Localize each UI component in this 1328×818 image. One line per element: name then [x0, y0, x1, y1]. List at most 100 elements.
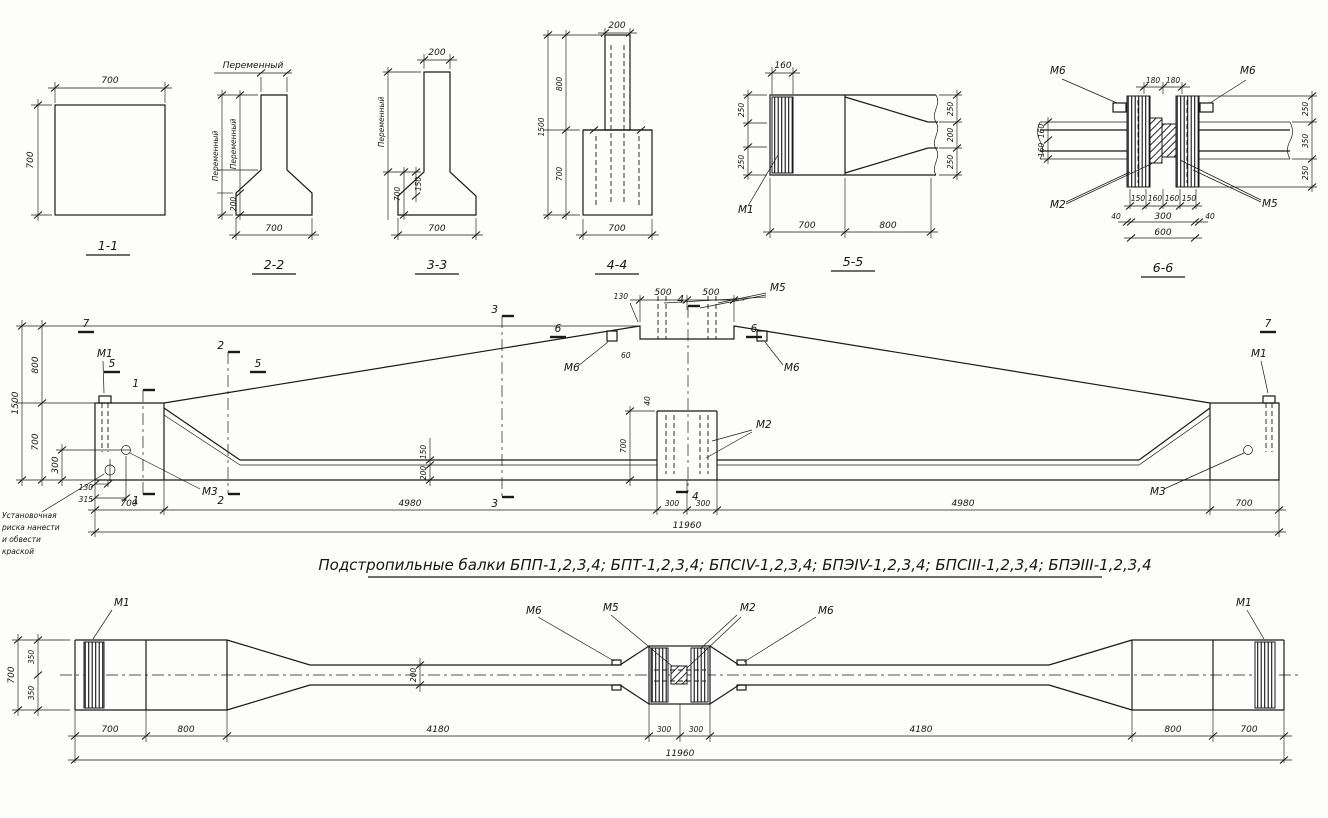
mark-m6-left: М6: [564, 362, 580, 374]
section-1-1: 700 700 1-1: [26, 76, 172, 256]
cut-5-left: 5: [109, 358, 116, 370]
m1-plate-right: [1254, 641, 1276, 709]
dim-250-right-b: 250: [946, 155, 955, 170]
m3-loop-right: [1243, 445, 1253, 455]
dim-700: 700: [31, 433, 41, 450]
mark-m1-left: М1: [97, 348, 113, 360]
dim-500-a: 500: [654, 288, 671, 298]
joint-diaphragm-left: [650, 647, 669, 703]
center-block: [1161, 123, 1177, 158]
dim-130: 130: [614, 292, 629, 301]
dim-300-right: 300: [689, 725, 704, 734]
section-2-2: Переменный Переменный Переменный 200 700…: [211, 61, 319, 275]
dim-150-b: 150: [1182, 194, 1197, 203]
cut-6-left: 6: [555, 323, 562, 335]
mark-m3-left: М3: [202, 486, 218, 498]
section-5-5: 160 250 250 250 200 250 М1 700 800 5-5: [737, 61, 962, 272]
dim-base-width: 700: [265, 224, 282, 234]
dim-variable-outer: Переменный: [211, 131, 220, 182]
mark-m2: М2: [756, 419, 772, 431]
dim-1500: 1500: [11, 391, 21, 414]
dim-total-11960: 11960: [673, 521, 702, 531]
cut-7-right: 7: [1265, 318, 1272, 330]
dim-base-width: 700: [428, 224, 445, 234]
dim-700-left: 700: [120, 499, 137, 509]
dim-width-700: 700: [7, 666, 17, 683]
dim-800: 800: [555, 77, 564, 92]
dim-250-a: 250: [1301, 102, 1310, 117]
m1-plate: [771, 96, 794, 174]
cut-6-right: 6: [751, 323, 758, 335]
mark-m2: М2: [1050, 199, 1066, 211]
dim-300-right: 300: [696, 499, 711, 508]
section-label-2-2: 2-2: [264, 257, 284, 272]
dim-130-offset: 130: [79, 483, 94, 492]
note-line-3: и обвести: [2, 535, 41, 544]
dim-160: 160: [774, 61, 791, 71]
mark-m2: М2: [740, 602, 756, 614]
dim-40-b: 40: [1205, 212, 1215, 221]
dim-300: 300: [51, 456, 61, 473]
cut-1-bottom: 1: [132, 495, 139, 507]
cut-3-top: 3: [491, 304, 498, 316]
dim-250-left-b: 250: [737, 155, 746, 170]
dim-web-200: 200: [409, 668, 418, 683]
dim-150-a: 150: [1131, 194, 1146, 203]
section-label-3-3: 3-3: [427, 257, 447, 272]
cut-7-left: 7: [83, 318, 90, 330]
dim-40: 40: [643, 396, 652, 406]
dim-800: 800: [879, 221, 896, 231]
mark-m5: М5: [603, 602, 619, 614]
dim-315-offset: 315: [79, 495, 94, 504]
dim-160-b: 160: [1037, 143, 1046, 158]
cut-4-bottom: 4: [692, 491, 699, 503]
dim-top-200: 200: [608, 21, 625, 31]
mark-m5: М5: [770, 282, 786, 294]
dim-base-width: 700: [608, 224, 625, 234]
dim-700: 700: [393, 187, 402, 202]
drawing-title: Подстропильные балки БПП-1,2,3,4; БПТ-1,…: [318, 556, 1152, 578]
cut-5-right: 5: [255, 358, 262, 370]
m1-plate-left: [83, 641, 105, 709]
dim-variable-top: Переменный: [223, 61, 284, 71]
cut-3-bottom: 3: [491, 498, 498, 510]
mark-m6-left: М6: [1050, 65, 1066, 77]
joint-diaphragm-right: [690, 647, 709, 703]
dim-width: 700: [101, 76, 118, 86]
dim-800-left: 800: [177, 725, 194, 735]
m6-angle-left: [606, 330, 618, 342]
dim-600: 600: [1154, 228, 1171, 238]
dim-350-bottom: 350: [27, 686, 36, 701]
mark-m3-right: М3: [1150, 486, 1166, 498]
dim-top-200: 200: [428, 48, 445, 58]
dim-1500: 1500: [537, 117, 546, 136]
dim-4180-left: 4180: [427, 725, 450, 735]
dim-150: 150: [414, 177, 423, 192]
dim-center-700: 700: [619, 439, 628, 454]
plan-view: М1 М6 М5 М2 М6 М1 700 350 350 200 700 80…: [7, 597, 1300, 765]
section-3-3: 200 Переменный 700 150 700 3-3: [377, 48, 483, 275]
dim-700-left: 700: [101, 725, 118, 735]
note-line-2: риска нанести: [1, 523, 60, 532]
dim-4980-right: 4980: [952, 499, 975, 509]
dim-500-b: 500: [702, 288, 719, 298]
title-text: Подстропильные балки БПП-1,2,3,4; БПТ-1,…: [318, 556, 1151, 574]
section-label-1-1: 1-1: [98, 238, 118, 253]
dim-300-left: 300: [657, 725, 672, 734]
cut-2-bottom: 2: [217, 495, 224, 507]
section-4-4: 200 1500 800 700 700 4-4: [537, 21, 659, 275]
dim-variable-inner: Переменный: [229, 119, 238, 170]
dim-200: 200: [229, 197, 238, 212]
dim-700-right: 700: [1235, 499, 1252, 509]
dim-350: 350: [1301, 134, 1310, 149]
dim-250-b: 250: [1301, 166, 1310, 181]
mark-m1-right: М1: [1236, 597, 1252, 609]
joint-plate: [1149, 117, 1163, 164]
dim-350-top: 350: [27, 650, 36, 665]
dim-700: 700: [555, 167, 564, 182]
dim-250-right-a: 250: [946, 102, 955, 117]
mark-m6-right: М6: [1240, 65, 1256, 77]
dim-total-11960: 11960: [666, 749, 695, 759]
dim-250-left-a: 250: [737, 103, 746, 118]
